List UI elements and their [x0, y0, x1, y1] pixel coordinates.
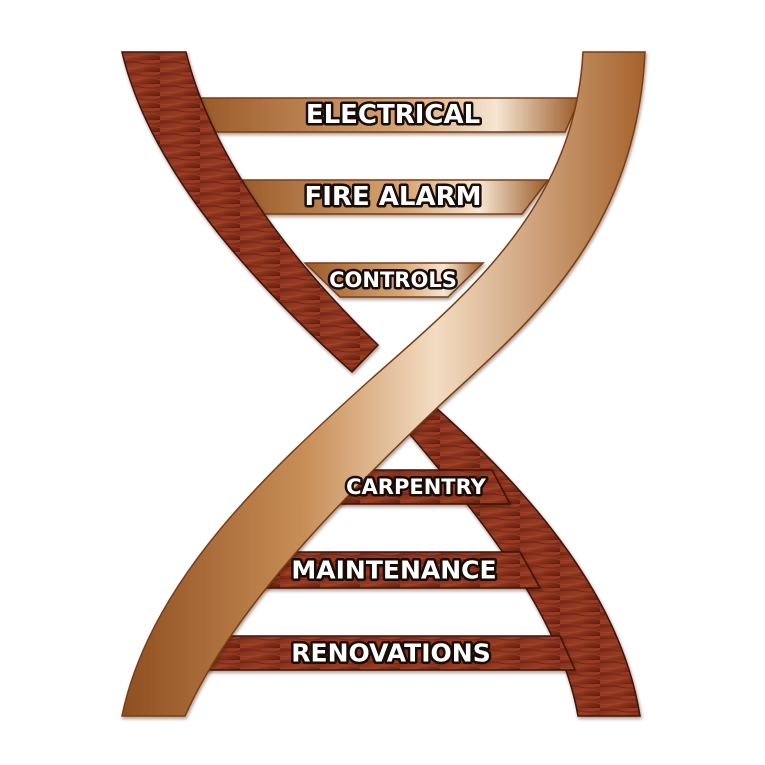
label-renovations: RENOVATIONS — [291, 639, 490, 668]
label-carpentry: CARPENTRY — [346, 475, 486, 499]
lower-rungs — [203, 469, 577, 671]
label-controls: CONTROLS — [329, 268, 457, 292]
rung-controls-bar — [303, 262, 485, 298]
wood-strand-upper — [121, 51, 380, 374]
label-fire-alarm: FIRE ALARM — [305, 182, 482, 212]
label-electrical: ELECTRICAL — [306, 100, 480, 130]
rung-labels: ELECTRICAL FIRE ALARM CONTROLS CARPENTRY… — [289, 98, 499, 671]
copper-strand — [121, 51, 646, 717]
label-maintenance: MAINTENANCE — [291, 556, 496, 585]
